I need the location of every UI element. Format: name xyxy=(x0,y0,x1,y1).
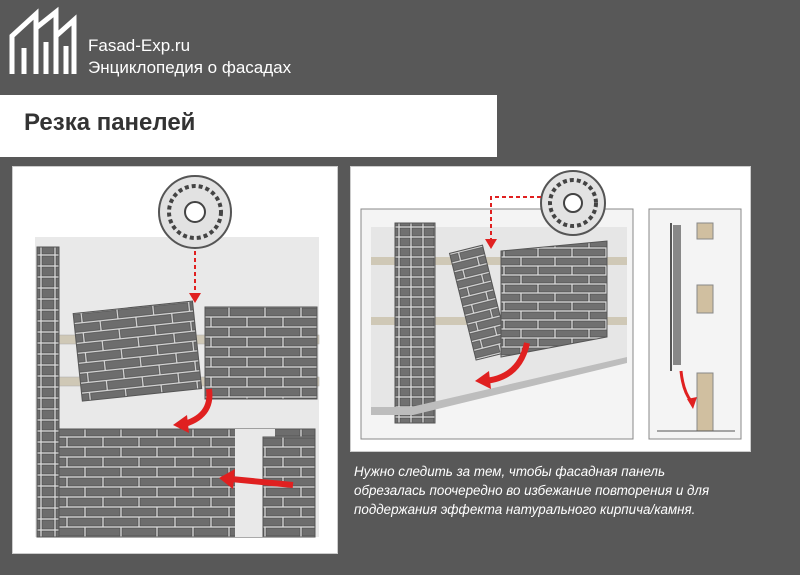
curved-arrow-icon xyxy=(173,388,213,433)
page-title: Резка панелей xyxy=(24,109,196,136)
building-logo-icon xyxy=(9,6,77,74)
cutting-illustration-right xyxy=(350,166,751,452)
circular-saw-icon xyxy=(158,175,232,249)
brand-site-name: Fasad-Exp.ru xyxy=(88,36,191,55)
caption: Нужно следить за тем, чтобы фасадная пан… xyxy=(354,462,784,519)
circular-saw-icon xyxy=(540,170,606,236)
title-band: Резка панелей xyxy=(0,95,497,157)
cutting-illustration-left xyxy=(12,166,338,554)
caption-line: Нужно следить за тем, чтобы фасадная пан… xyxy=(354,464,666,479)
brand-tagline: Энциклопедия о фасадах xyxy=(88,58,292,77)
caption-line: обрезалась поочередно во избежание повто… xyxy=(354,483,710,498)
curved-arrow-icon xyxy=(475,342,530,389)
caption-line: поддержания эффекта натурального кирпича… xyxy=(354,502,696,517)
